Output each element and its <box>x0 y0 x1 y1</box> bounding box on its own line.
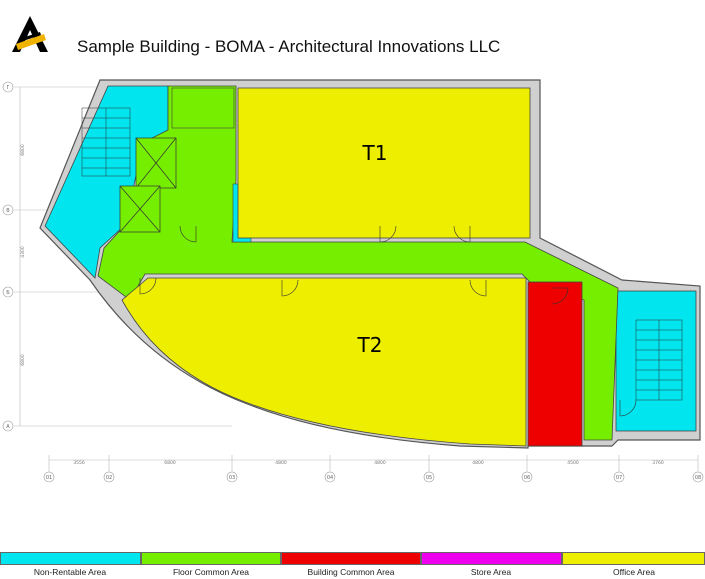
row-axis-label: В <box>6 208 10 214</box>
legend-label-non-rentable: Non-Rentable Area <box>33 567 107 577</box>
office-t2 <box>121 277 527 447</box>
company-logo <box>12 16 48 52</box>
row-dim-label: 6800 <box>20 144 26 156</box>
room-label-t1: T1 <box>362 141 388 165</box>
legend-label-office: Office Area <box>613 567 655 577</box>
non-rentable-area-east <box>615 290 697 432</box>
legend-swatch-building-common <box>281 552 421 565</box>
legend-label-floor-common: Floor Common Area <box>172 567 250 577</box>
column-axis-label: 01 <box>46 475 52 481</box>
row-axis-label: Б <box>6 290 10 296</box>
room-label-t2: T2 <box>357 333 383 357</box>
page-title: Sample Building - BOMA - Architectural I… <box>77 37 501 56</box>
doors <box>139 225 637 417</box>
legend-swatch-floor-common <box>141 552 281 565</box>
column-dim-label: 4800 <box>472 460 484 466</box>
column-dim-label: 3760 <box>652 460 664 466</box>
legend-swatch-store <box>421 552 562 565</box>
column-dim-label: 4800 <box>374 460 386 466</box>
row-axis-markers: Г В Б А <box>2 81 14 432</box>
east-stair <box>635 319 683 401</box>
legend-label-store: Store Area <box>470 567 512 577</box>
office-t1 <box>237 87 531 239</box>
column-dim-label: 4800 <box>275 460 287 466</box>
column-axis-label: 08 <box>695 475 701 481</box>
column-dim-label: 3556 <box>73 460 85 466</box>
column-axis-label: 04 <box>327 475 333 481</box>
column-dim-label: 4500 <box>567 460 579 466</box>
legend-swatch-office <box>562 552 705 565</box>
column-dim-label: 6800 <box>164 460 176 466</box>
column-axis-label: 03 <box>229 475 235 481</box>
restroom-block <box>171 87 235 129</box>
floor-plan: Г В Б А 6800 4300 6800 01 02 03 04 05 06… <box>2 79 704 483</box>
column-dimension-labels: 3556 6800 4800 4800 4800 4500 3760 <box>73 460 664 466</box>
column-axis-label: 06 <box>524 475 530 481</box>
row-dim-label: 6800 <box>20 354 26 366</box>
legend-swatch-non-rentable <box>0 552 141 565</box>
building-common-area <box>527 281 583 447</box>
column-axis-label: 07 <box>616 475 622 481</box>
column-axis-markers: 01 02 03 04 05 06 07 08 <box>43 471 704 483</box>
column-axis-label: 02 <box>106 475 112 481</box>
row-axis-label: А <box>6 424 10 430</box>
legend-label-building-common: Building Common Area <box>307 567 395 577</box>
west-stair <box>81 107 131 177</box>
column-axis-label: 05 <box>426 475 432 481</box>
row-dim-label: 4300 <box>20 246 26 258</box>
row-axis-label: Г <box>6 85 9 91</box>
elevator-shafts <box>119 137 177 233</box>
row-dimension-labels: 6800 4300 6800 <box>20 144 26 366</box>
